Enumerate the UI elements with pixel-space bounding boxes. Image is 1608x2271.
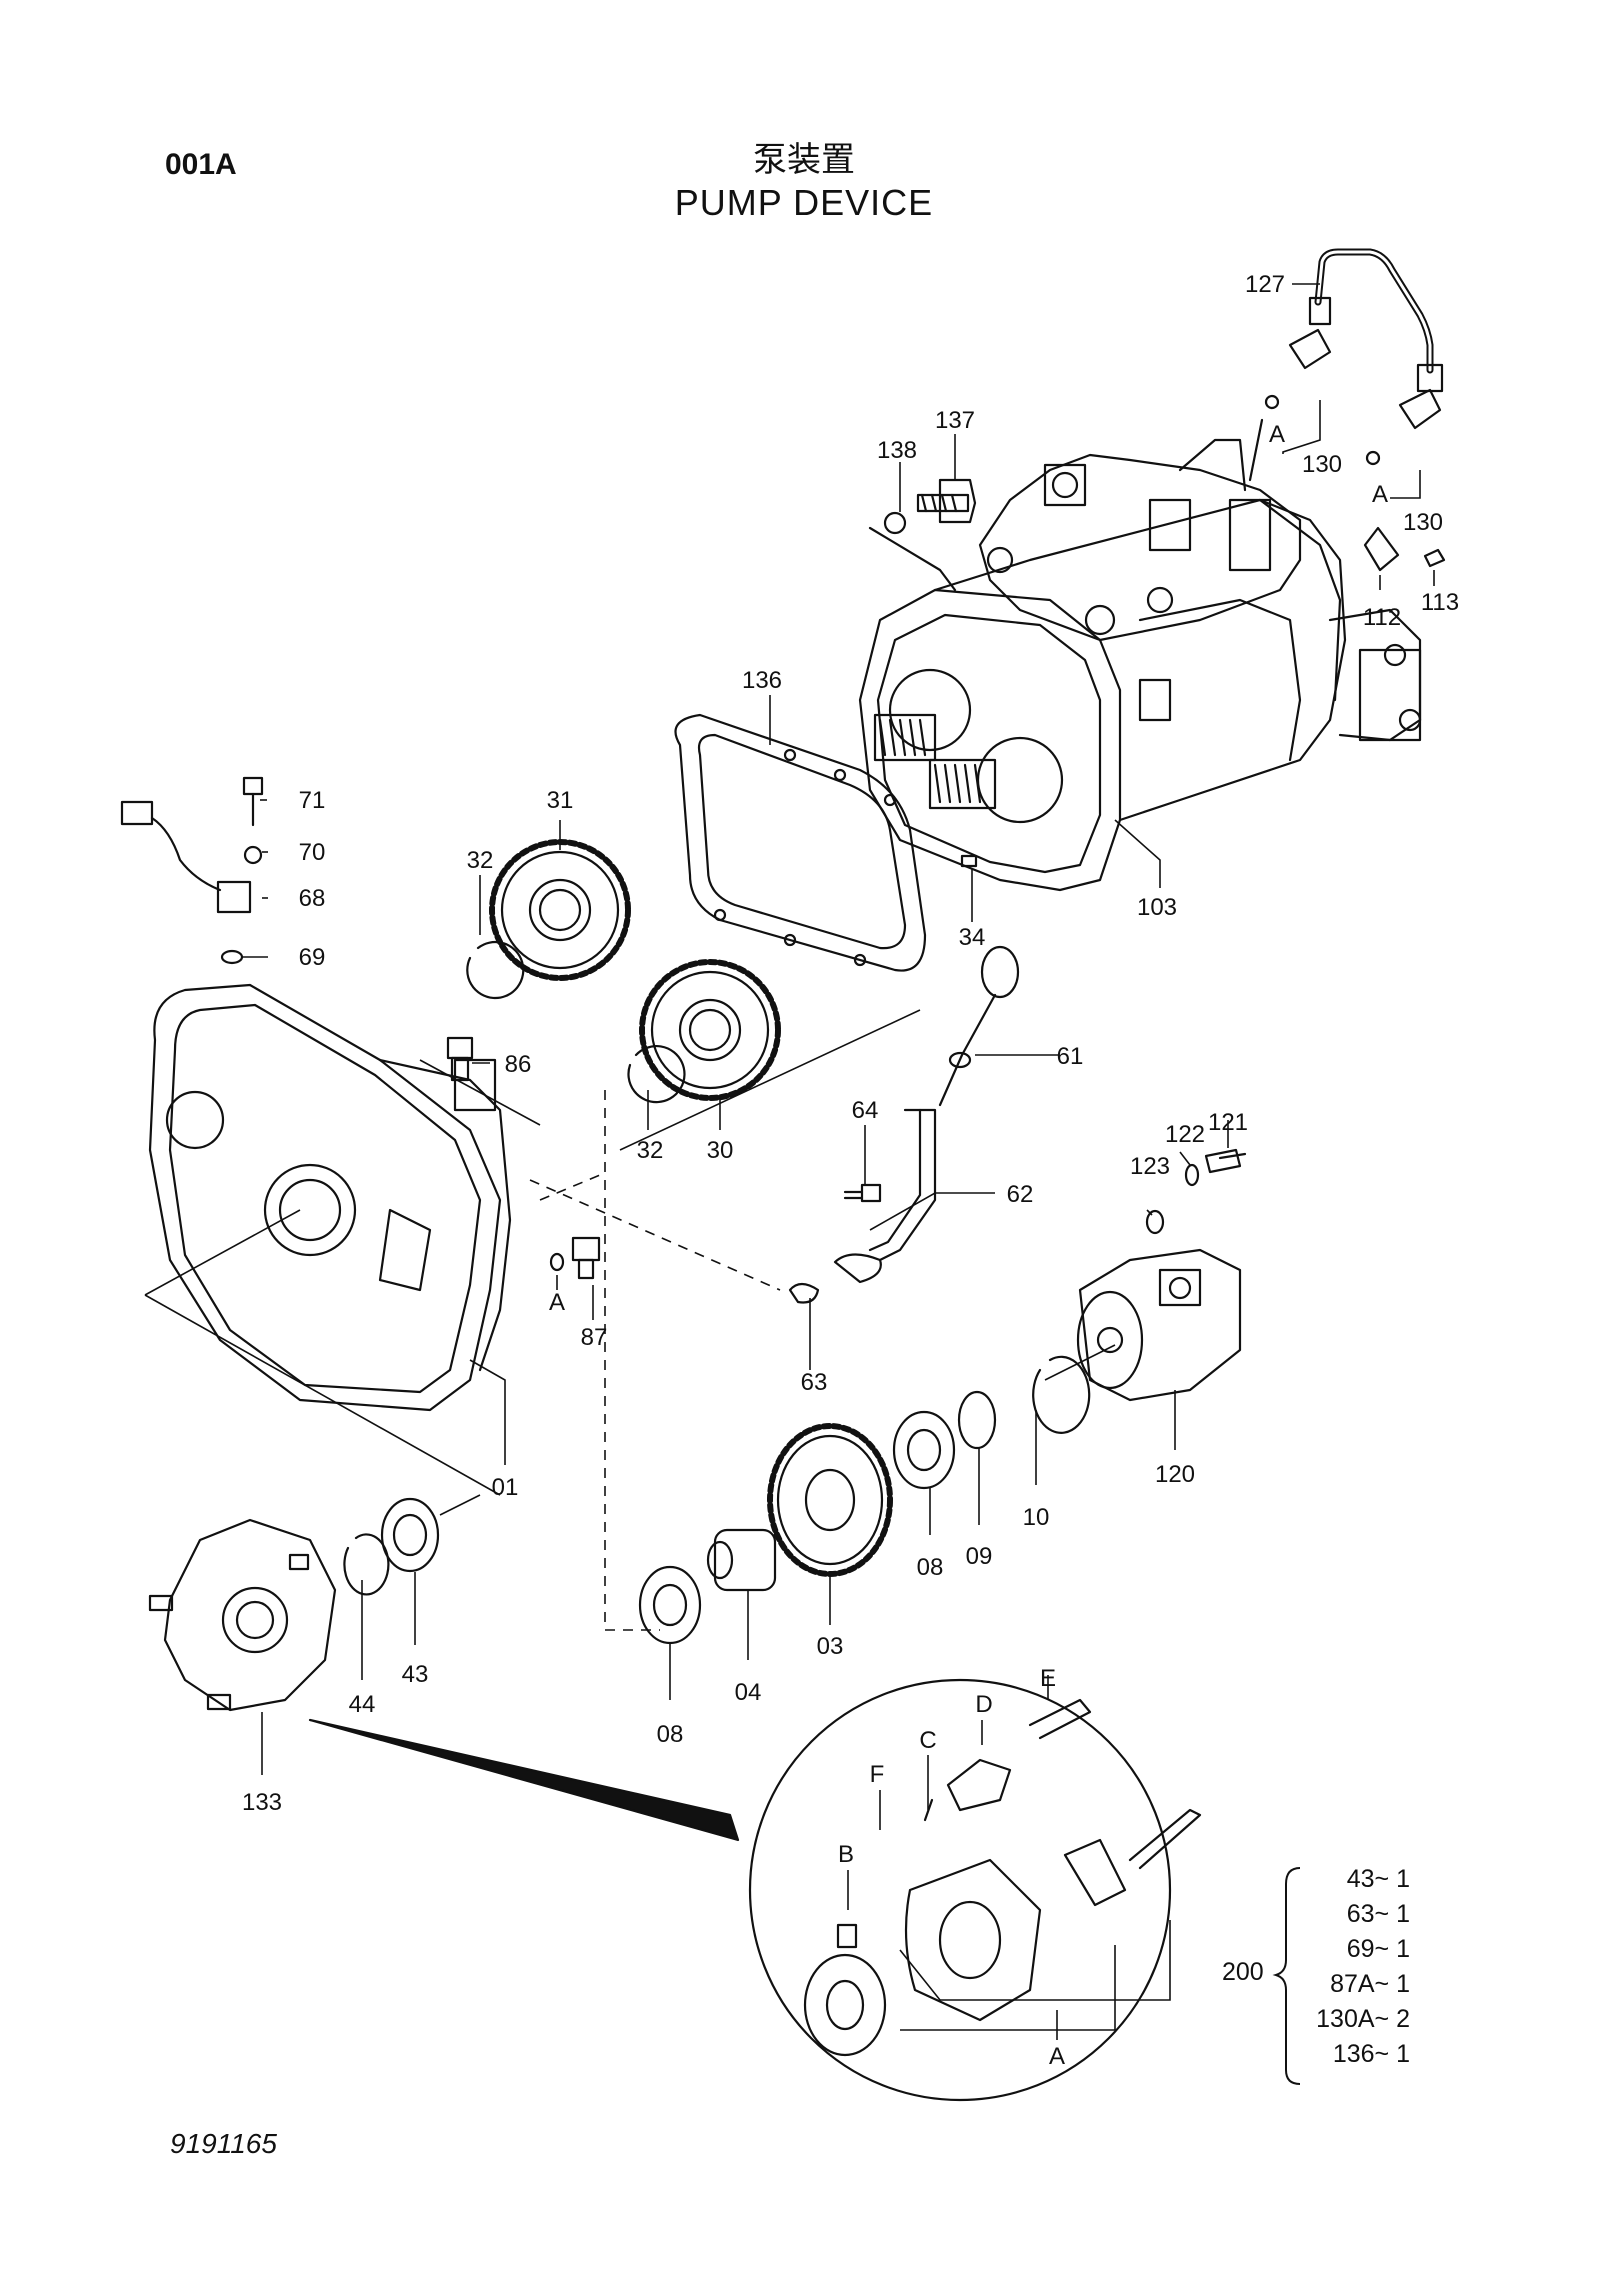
part-label: 32 (637, 1137, 664, 1164)
part-label: 123 (1130, 1153, 1170, 1180)
kit-number: 200 (1222, 1958, 1264, 1986)
part-label: 113 (1421, 589, 1459, 616)
part-label: 120 (1155, 1461, 1195, 1488)
part-label: 86 (505, 1051, 532, 1078)
ring-10-drawing (1032, 1355, 1091, 1434)
kit-item: 43~ 1 (1346, 1865, 1410, 1893)
part-label: 137 (935, 407, 975, 434)
plug-86-drawing (446, 1036, 474, 1082)
part-label: 122 (1165, 1121, 1205, 1148)
pump-103-drawing (858, 418, 1422, 892)
part-label: 70 (299, 839, 326, 866)
bracket-112-drawing (1363, 526, 1446, 572)
coupling-133-drawing (148, 1518, 337, 1712)
plug-87-drawing (549, 1236, 601, 1280)
bearing-08-lower-drawing (638, 1565, 702, 1645)
part-label: 63 (801, 1369, 828, 1396)
part-label: C (919, 1727, 936, 1754)
part-label: 04 (735, 1679, 762, 1706)
housing-01-drawing (148, 983, 512, 1412)
part-label: 43 (402, 1661, 429, 1688)
part-label: 44 (349, 1691, 376, 1718)
part-label: 31 (547, 787, 574, 814)
sensor-68-drawing (120, 776, 264, 965)
kit-item: 87A~ 1 (1330, 1970, 1410, 1998)
part-label: 01 (492, 1474, 519, 1501)
part-label: 08 (657, 1721, 684, 1748)
part-label: 112 (1363, 604, 1401, 631)
kit-item: 136~ 1 (1332, 2040, 1410, 2068)
seal-43-drawing (380, 1497, 440, 1573)
part-label: 127 (1245, 271, 1285, 298)
part-label: 30 (707, 1137, 734, 1164)
kit-item: 69~ 1 (1346, 1935, 1410, 1963)
part-label: 138 (877, 437, 917, 464)
part-label: 87 (581, 1324, 608, 1351)
part-label: A (1372, 481, 1388, 508)
part-label: A (1049, 2043, 1065, 2070)
part-label: A (549, 1289, 565, 1316)
part-label: 133 (242, 1789, 282, 1816)
gear-03-drawing (767, 1423, 893, 1577)
part-label: 09 (966, 1543, 993, 1570)
title-chinese: 泵装置 (753, 140, 855, 180)
part-label: 71 (299, 787, 326, 814)
part-label: 121 (1208, 1109, 1248, 1136)
ring-44-drawing (343, 1533, 390, 1596)
bearing-08-upper-drawing (892, 1410, 956, 1490)
part-label: 62 (1007, 1181, 1034, 1208)
part-label: 103 (1137, 894, 1177, 921)
kit-item: 63~ 1 (1346, 1900, 1410, 1928)
part-label: 68 (299, 885, 326, 912)
gear-30-drawing (639, 959, 781, 1101)
ring-09-drawing (957, 1390, 997, 1450)
kit-item: 130A~ 2 (1316, 2005, 1410, 2033)
coupling-04-drawing (706, 1528, 777, 1592)
part-label: 10 (1023, 1504, 1050, 1531)
pipe-127-drawing (1264, 248, 1444, 466)
document-number: 9191165 (170, 2128, 277, 2159)
part-label: 32 (467, 847, 494, 874)
part-label: 136 (742, 667, 782, 694)
part-label: 08 (917, 1554, 944, 1581)
part-label: B (838, 1841, 854, 1868)
dipstick-61-drawing (788, 945, 1020, 1304)
part-label: A (1269, 421, 1285, 448)
part-label: 34 (959, 924, 986, 951)
gear-31-drawing (489, 839, 631, 981)
part-label: 69 (299, 944, 326, 971)
part-label: 64 (852, 1097, 879, 1124)
part-label: 61 (1057, 1043, 1084, 1070)
part-label: E (1040, 1665, 1056, 1692)
part-label: D (975, 1691, 992, 1718)
page-title: PUMP DEVICE (674, 182, 934, 223)
part-label: 130 (1403, 509, 1443, 536)
kit-contents: 43~ 1 63~ 1 69~ 1 87A~ 1 130A~ 2 136~ 1 (1288, 1862, 1410, 2072)
detail-view-drawing (308, 1678, 1202, 2102)
snap-rings-32-drawing (466, 940, 686, 1104)
part-label: F (870, 1761, 885, 1788)
page-code: 001A (165, 148, 237, 181)
part-label: 130 (1302, 451, 1342, 478)
gasket-136-drawing (674, 713, 927, 972)
gear-pump-120-drawing (1076, 1148, 1247, 1402)
bolt-137-drawing (868, 478, 977, 592)
part-label: 03 (817, 1633, 844, 1660)
